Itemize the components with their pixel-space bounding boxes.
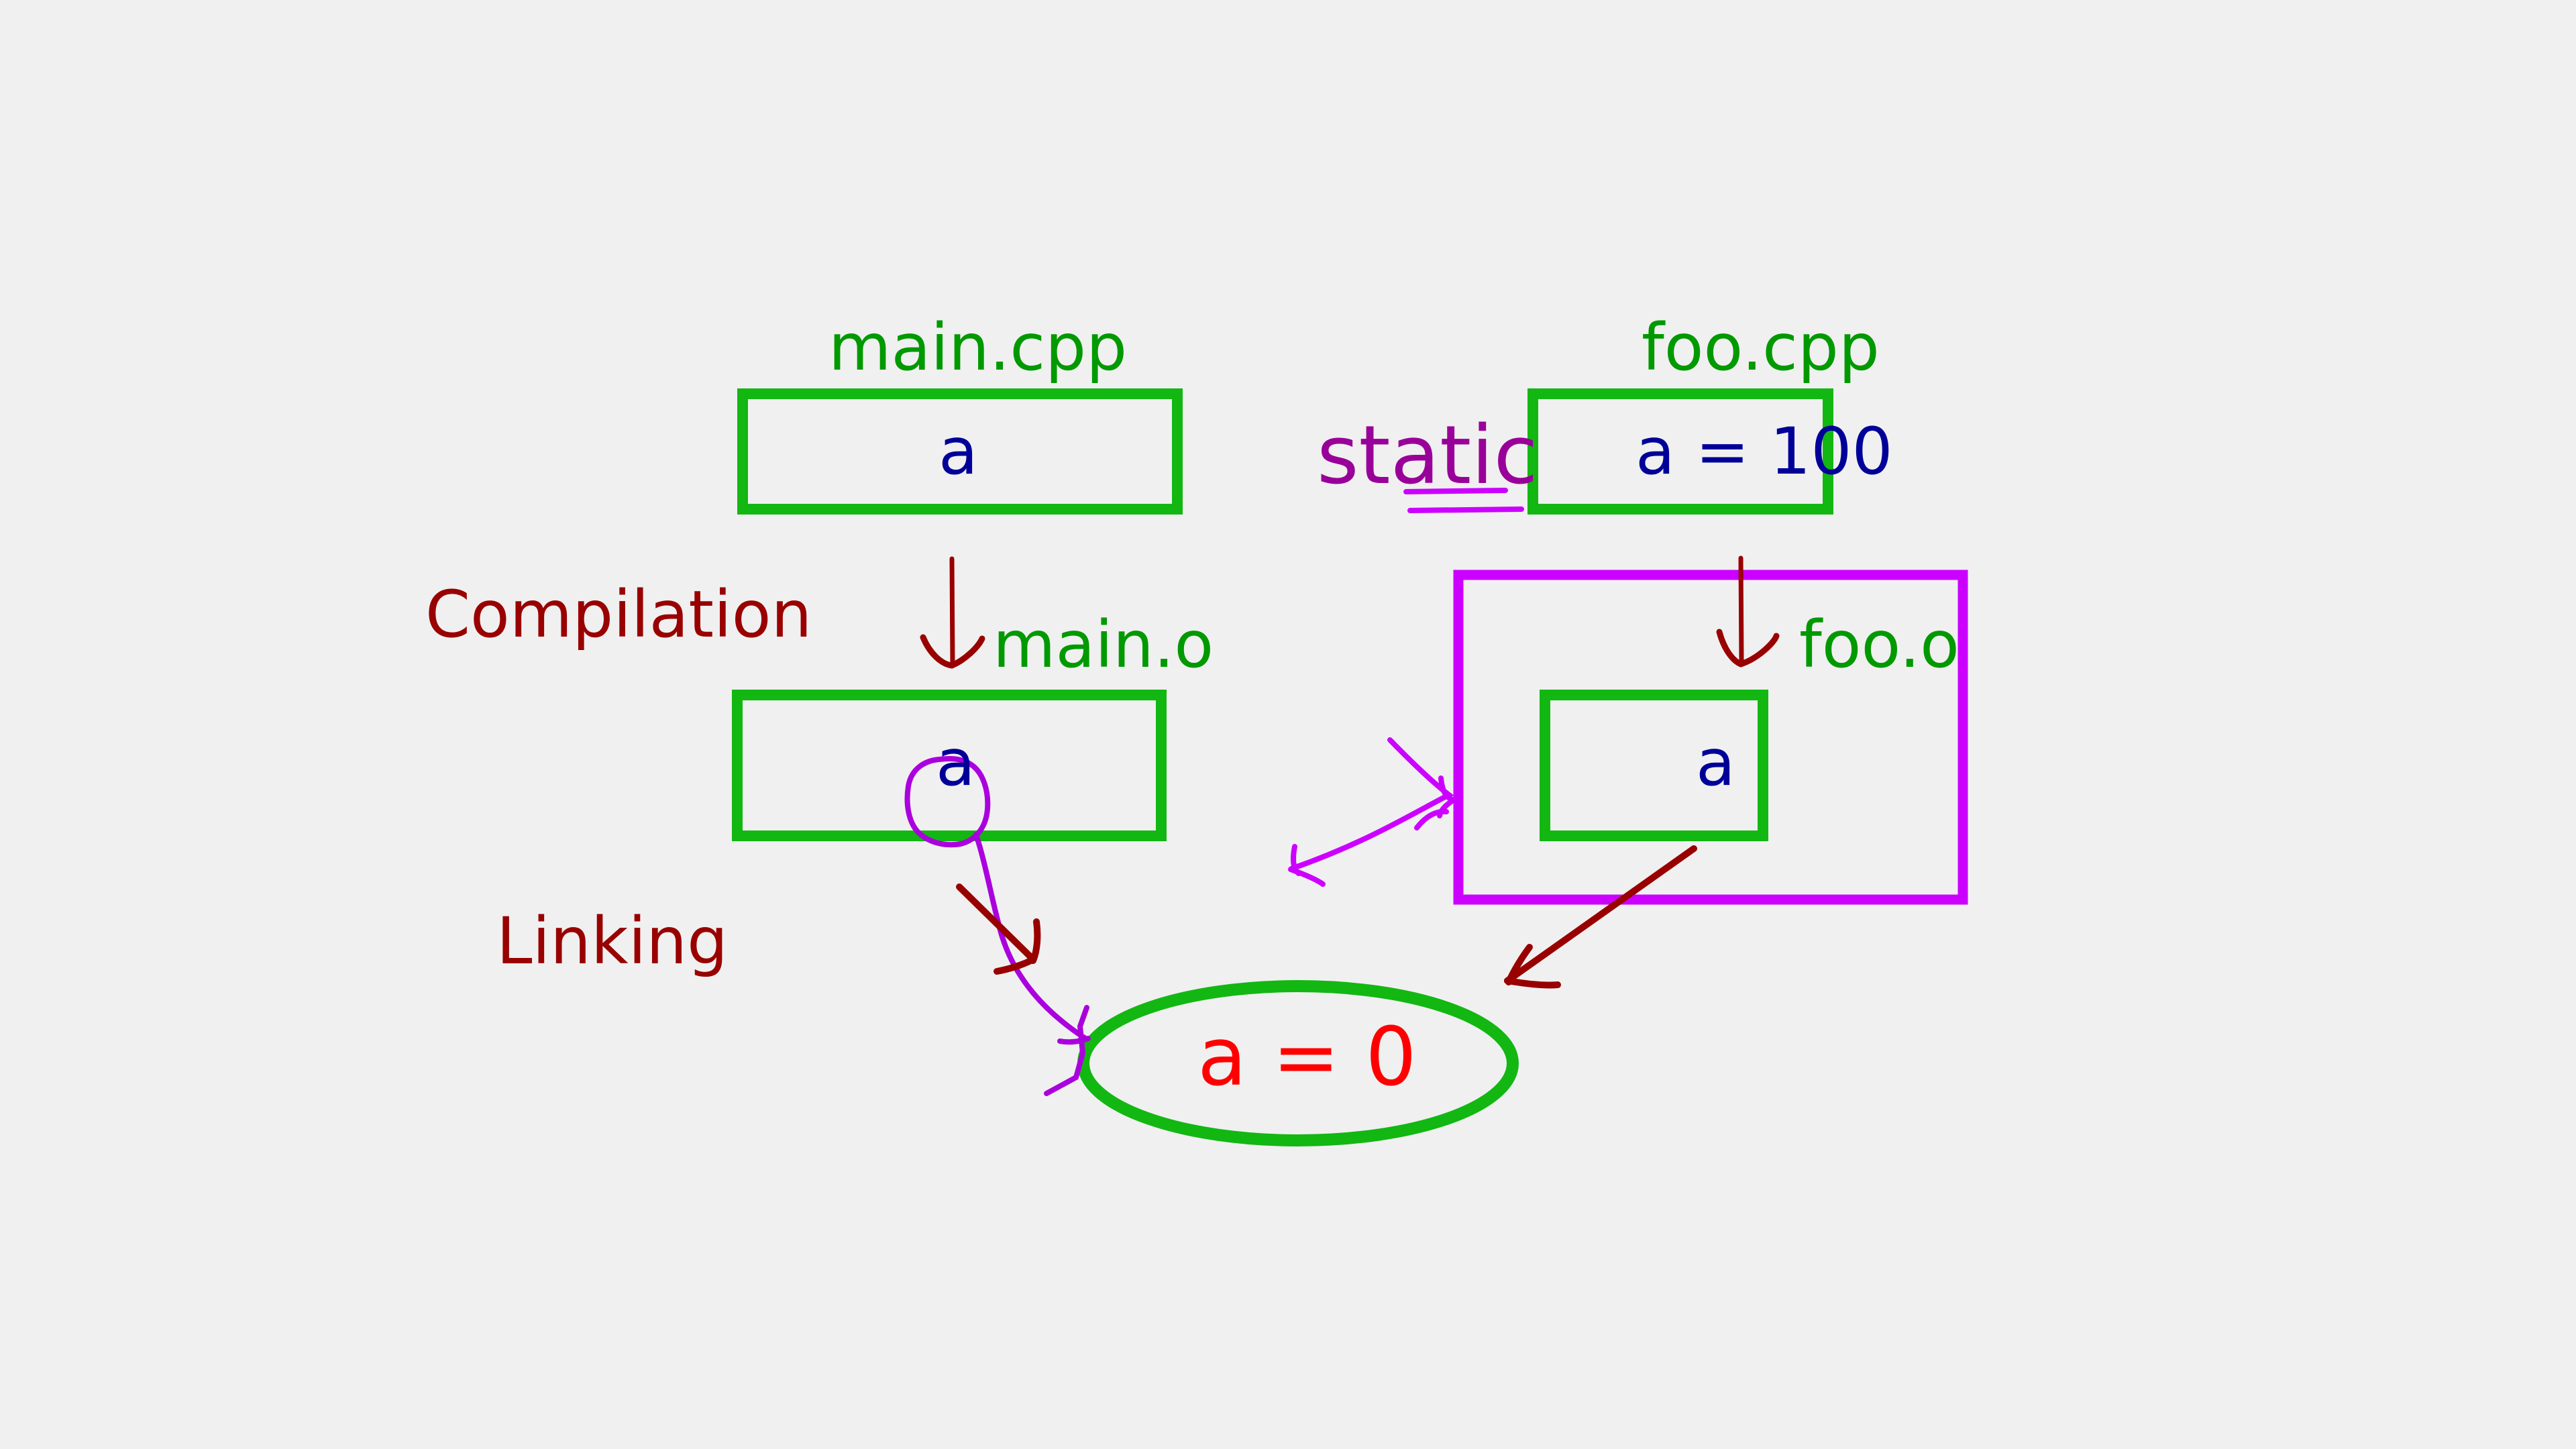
static-keyword: static <box>1317 409 1538 502</box>
arrow-compile-foo <box>1716 555 1780 667</box>
main-cpp-symbol: a <box>938 414 978 489</box>
circled-symbol-a <box>904 756 991 848</box>
main-o-caption: main.o <box>993 607 1214 682</box>
static-underline-stroke-2 <box>1407 506 1524 513</box>
main-o-symbol: a <box>936 725 975 800</box>
arrow-link-main <box>956 883 1041 975</box>
internal-linkage-scope-box <box>1453 570 1968 905</box>
static-underline-stroke-1 <box>1403 488 1508 494</box>
main-cpp-box <box>737 388 1183 515</box>
foo-o-caption: foo.o <box>1799 607 1960 682</box>
result-ellipse <box>1077 980 1519 1146</box>
foo-o-box <box>1540 690 1768 841</box>
arrow-scope-marker <box>1288 737 1464 887</box>
stage-label-linking: Linking <box>496 904 729 979</box>
result-label: a = 0 <box>1197 1011 1417 1104</box>
foo-cpp-symbol: a = 100 <box>1635 414 1893 489</box>
main-cpp-caption: main.cpp <box>828 310 1128 385</box>
arrow-symbol-resolution <box>973 832 1091 1096</box>
main-o-box <box>732 690 1167 841</box>
foo-cpp-box <box>1527 388 1833 515</box>
foo-o-symbol: a <box>1696 725 1735 800</box>
arrow-link-foo <box>1504 845 1697 989</box>
stage-label-compilation: Compilation <box>425 577 812 652</box>
foo-cpp-caption: foo.cpp <box>1642 310 1880 385</box>
arrow-compile-main <box>920 556 985 669</box>
